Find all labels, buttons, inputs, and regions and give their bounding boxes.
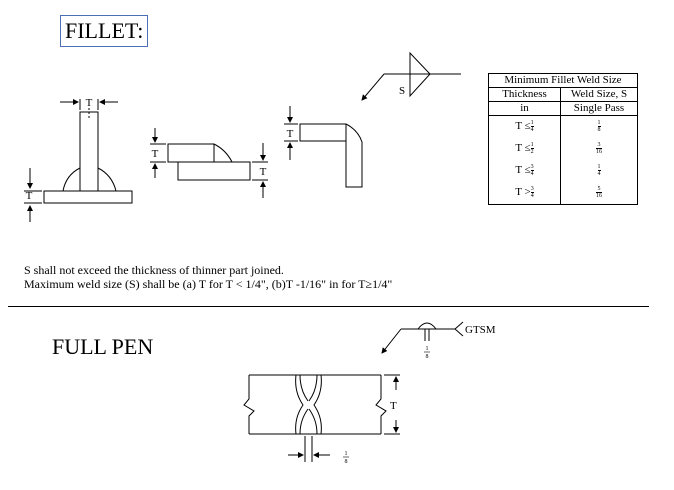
- lap-joint-drawing: [150, 128, 268, 198]
- section-divider: [8, 306, 649, 307]
- full-pen-thickness-label: T: [390, 400, 397, 412]
- lap-top-thickness-label: T: [152, 148, 159, 160]
- tee-base-thickness-label: T: [26, 190, 33, 202]
- col-sub-single-pass: Single Pass: [560, 101, 638, 116]
- weld-tail-label: GTSM: [465, 324, 496, 336]
- corner-thickness-label: T: [287, 128, 294, 140]
- full-pen-weld-symbol: [381, 321, 464, 354]
- tee-thickness-label: T: [86, 97, 93, 109]
- fillet-weld-symbol: [361, 51, 461, 101]
- tee-joint-drawing: [24, 99, 133, 222]
- weld-size-label: S: [399, 85, 405, 97]
- full-pen-title: FULL PEN: [52, 334, 154, 359]
- table-title: Minimum Fillet Weld Size: [488, 73, 638, 88]
- gap-fraction-num: 1: [345, 451, 348, 457]
- fillet-title: FILLET:: [60, 15, 149, 47]
- gap-fraction-den: 8: [345, 459, 348, 465]
- fillet-note-max-size: Maximum weld size (S) shall be (a) T for…: [24, 277, 393, 291]
- lap-bottom-thickness-label: T: [260, 166, 267, 178]
- fillet-note-thickness: S shall not exceed the thickness of thin…: [24, 263, 284, 277]
- col-header-thickness: Thickness: [488, 87, 561, 102]
- symbol-fraction-num: 1: [426, 346, 429, 352]
- symbol-fraction-den: 8: [426, 354, 429, 360]
- corner-joint-drawing: [284, 106, 363, 188]
- col-sub-units: in: [488, 101, 561, 116]
- minimum-fillet-weld-table: Minimum Fillet Weld Size Thickness Weld …: [488, 73, 638, 205]
- full-pen-joint-drawing: [243, 374, 400, 462]
- col-header-weld-size: Weld Size, S: [560, 87, 638, 102]
